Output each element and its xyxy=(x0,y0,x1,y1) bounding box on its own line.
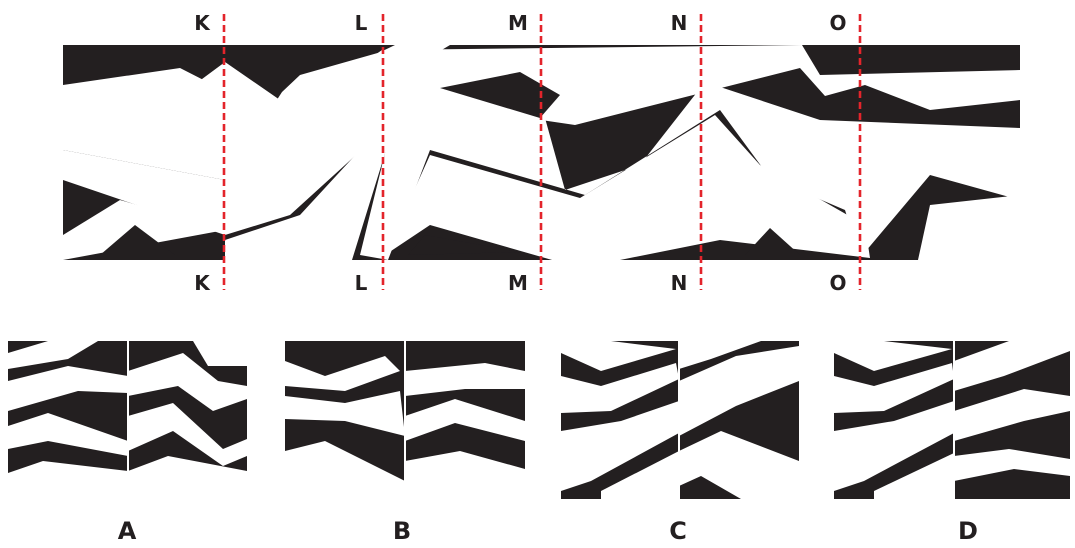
option-d-pattern xyxy=(834,341,1070,499)
cut-label-top: N xyxy=(671,11,688,35)
cut-line-n: N N xyxy=(671,11,703,295)
cut-line-l: L L xyxy=(355,11,385,295)
cut-label-top: L xyxy=(355,11,368,35)
option-b[interactable]: B xyxy=(285,341,525,545)
white-band xyxy=(63,200,225,260)
cut-label-bottom: N xyxy=(671,271,688,295)
cut-label-bottom: M xyxy=(508,271,528,295)
white-band xyxy=(385,115,870,260)
option-label: D xyxy=(958,517,978,545)
cut-label-top: K xyxy=(194,11,211,35)
option-label: A xyxy=(118,517,137,545)
white-band xyxy=(63,50,400,235)
white-band xyxy=(360,82,1020,260)
cut-label-bottom: O xyxy=(829,271,846,295)
cut-line-k: K K xyxy=(194,11,226,295)
option-label: C xyxy=(669,517,687,545)
cut-label-top: O xyxy=(829,11,846,35)
cut-label-bottom: K xyxy=(194,271,211,295)
white-band xyxy=(918,195,1020,260)
black-band xyxy=(408,235,520,255)
cut-line-m: M M xyxy=(508,11,543,295)
option-c-pattern xyxy=(561,341,799,499)
option-a[interactable]: A xyxy=(8,341,247,545)
option-a-pattern xyxy=(8,341,247,499)
option-label: B xyxy=(393,517,411,545)
option-c[interactable]: C xyxy=(561,341,799,545)
black-band xyxy=(100,225,175,255)
option-b-pattern xyxy=(285,341,525,499)
cut-line-o: O O xyxy=(829,11,862,295)
black-band xyxy=(745,228,800,255)
cut-label-top: M xyxy=(508,11,528,35)
black-band xyxy=(440,72,560,118)
white-band xyxy=(225,95,400,260)
cut-label-bottom: L xyxy=(355,271,368,295)
option-d[interactable]: D xyxy=(834,341,1070,545)
